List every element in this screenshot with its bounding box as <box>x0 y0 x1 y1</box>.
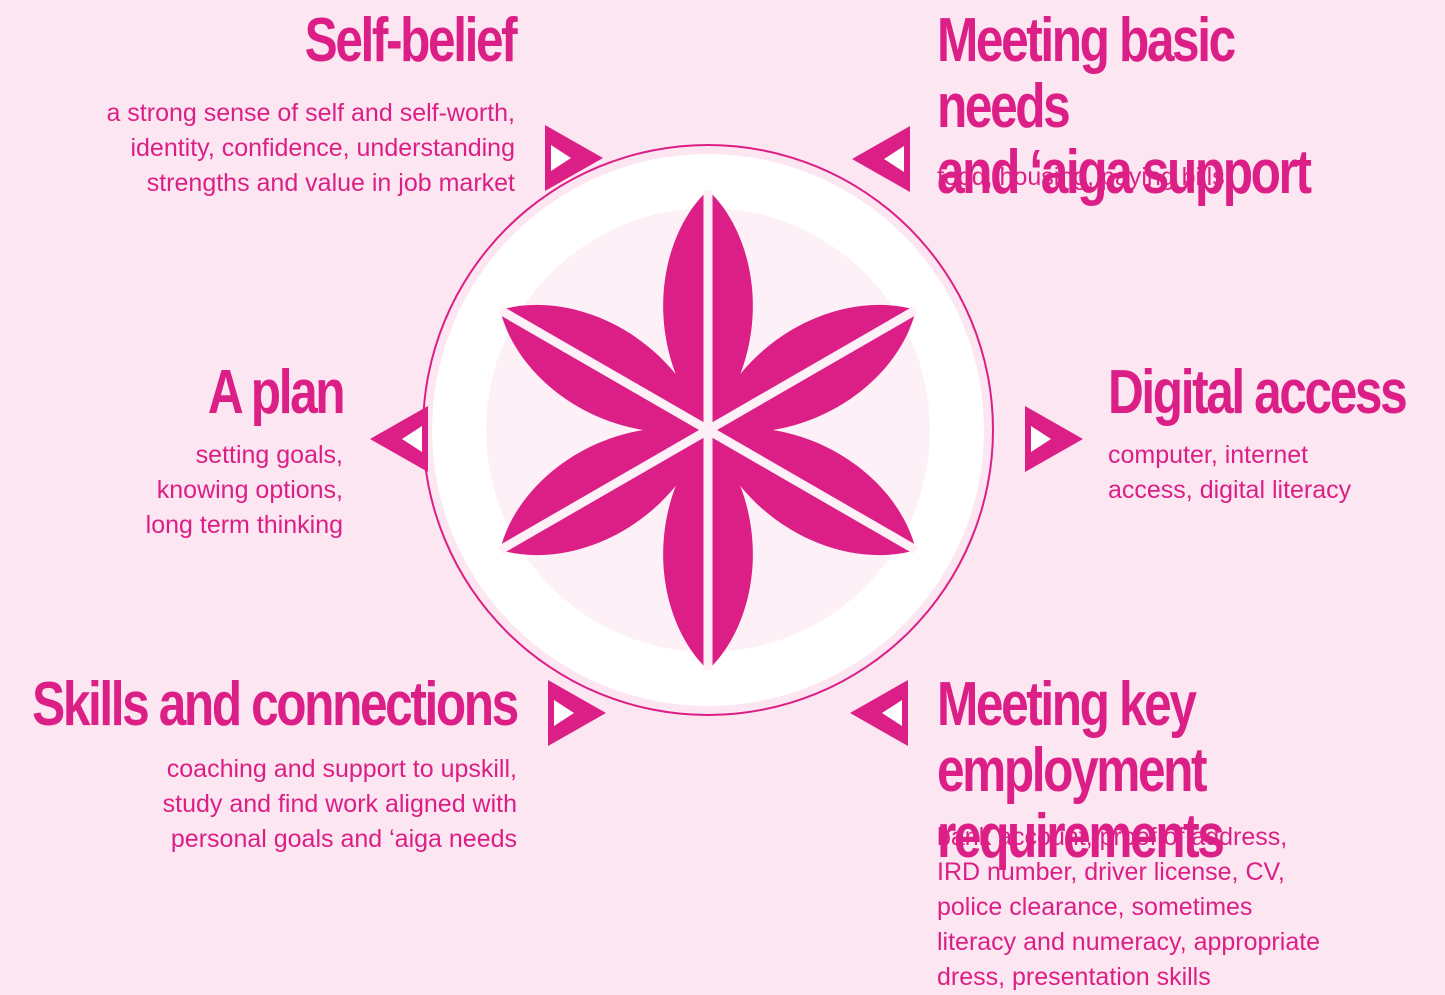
basic-needs-title: Meeting basic needs and ‘aiga support <box>937 6 1312 207</box>
skills-connections-description: coaching and support to upskill, study a… <box>162 755 517 853</box>
a-plan-title: A plan <box>207 358 346 427</box>
a-plan-description: setting goals, knowing options, long ter… <box>145 441 343 539</box>
triangle-arrow-icon <box>370 406 428 472</box>
self-belief-description: a strong sense of self and self-worth, i… <box>106 99 515 197</box>
flower-dividers <box>497 190 919 670</box>
triangle-arrow-icon <box>545 125 603 191</box>
employment-requirements-description: bank account, proof of address, IRD numb… <box>937 823 1321 991</box>
employment-requirements-title: Meeting key employment requirements <box>937 670 1225 871</box>
six-petal-flower-icon <box>422 144 994 716</box>
self-belief-title: Self-belief <box>304 6 517 75</box>
triangle-arrow-icon <box>850 680 908 746</box>
digital-access-description: computer, internet access, digital liter… <box>1108 441 1352 504</box>
triangle-arrow-icon <box>548 680 606 746</box>
digital-access-title: Digital access <box>1108 358 1408 427</box>
basic-needs-description: food, housing, paying bills <box>937 163 1225 191</box>
triangle-arrow-icon <box>852 126 910 192</box>
triangle-arrow-icon <box>1025 406 1083 472</box>
skills-connections-title: Skills and connections <box>32 670 519 739</box>
petal-divider <box>497 306 919 554</box>
